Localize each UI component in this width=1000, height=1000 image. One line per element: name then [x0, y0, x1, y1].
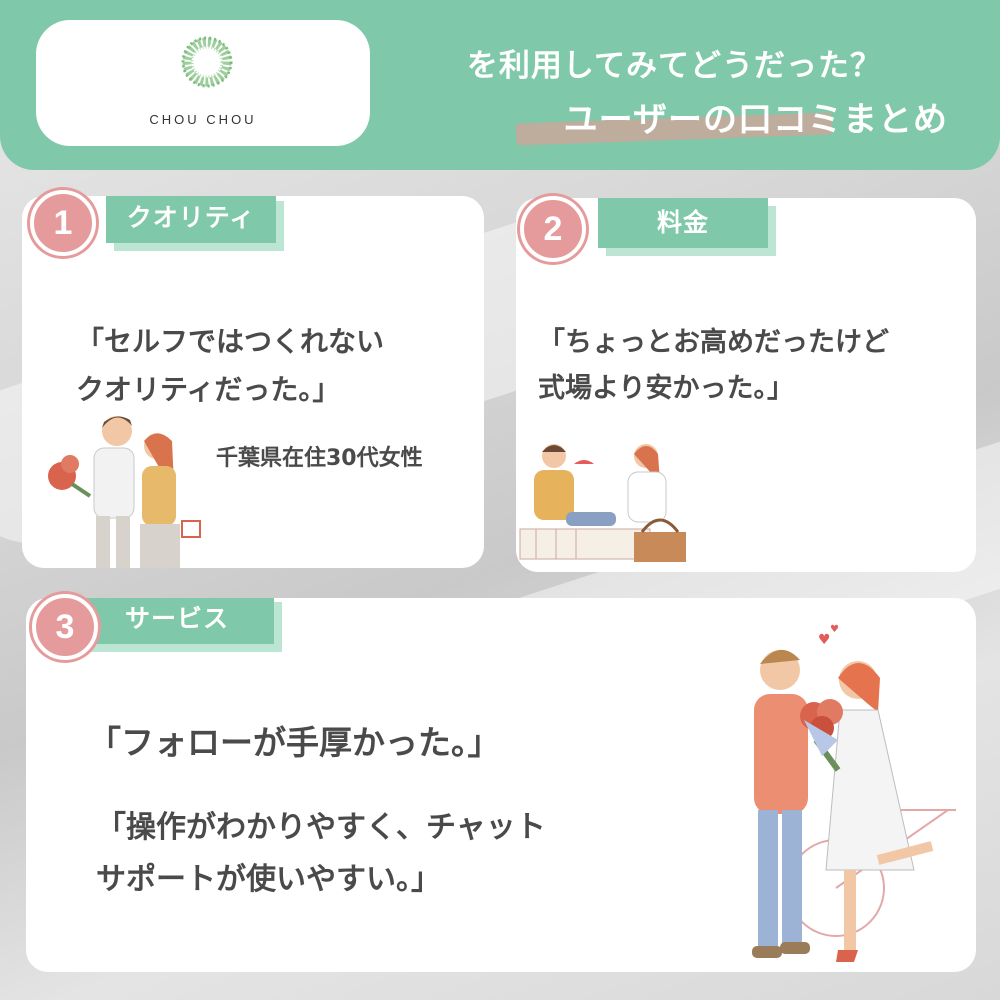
couple-gift-illustration	[48, 416, 201, 568]
quote-line: 「操作がわかりやすく、チャット	[96, 810, 546, 845]
review-quote-service-chat: 「操作がわかりやすく、チャット サポートが使いやすい。」	[96, 802, 546, 906]
quote-line: サポートが使いやすい。」	[96, 862, 441, 897]
quote-line: 式場より安かった。」	[538, 373, 794, 404]
tag-label: サービス	[124, 604, 229, 633]
review-card-price: 料金	[516, 198, 976, 572]
brand-name: CHOU CHOU	[149, 112, 257, 127]
wreath-logo-icon	[181, 36, 233, 88]
review-card-service: ♥ ♥ サービス	[26, 598, 976, 972]
page-title-line1: を利用してみてどうだった？	[466, 48, 882, 84]
tag-label: クオリティ	[126, 203, 256, 232]
logo-box: CHOU CHOU	[36, 20, 370, 146]
review-quote-service-follow: 「フォローが手厚かった。」	[88, 723, 501, 762]
review-quote-quality: 「セルフではつくれない クオリティだった。」	[76, 318, 384, 414]
tag-label: 料金	[656, 208, 709, 237]
tag-service: サービス	[80, 598, 282, 652]
number-badge-2: 2	[520, 196, 586, 262]
quote-line: 「ちょっとお高めだったけど	[538, 327, 889, 358]
page-title-line2: ユーザーの口コミまとめ	[563, 100, 948, 140]
review-card-quality: クオリティ	[22, 196, 484, 568]
picnic-illustration	[519, 444, 686, 562]
couple-bouquet-illustration: ♥ ♥	[752, 624, 956, 962]
svg-text:♥: ♥	[818, 632, 831, 648]
number-badge-3: 3	[32, 594, 98, 660]
quote-line: 「セルフではつくれない	[76, 325, 385, 358]
number-badge-1: 1	[30, 190, 96, 256]
quote-line: クオリティだった。」	[76, 373, 341, 406]
review-quote-price: 「ちょっとお高めだったけど 式場より安かった。」	[538, 320, 889, 412]
svg-text:♥: ♥	[830, 624, 839, 635]
tag-price: 料金	[598, 198, 776, 256]
reviewer-attribution: 千葉県在住30代女性	[216, 446, 423, 471]
tag-quality: クオリティ	[106, 196, 284, 251]
header-banner: CHOU CHOU を利用してみてどうだった？ ユーザーの口コミまとめ	[0, 0, 1000, 170]
